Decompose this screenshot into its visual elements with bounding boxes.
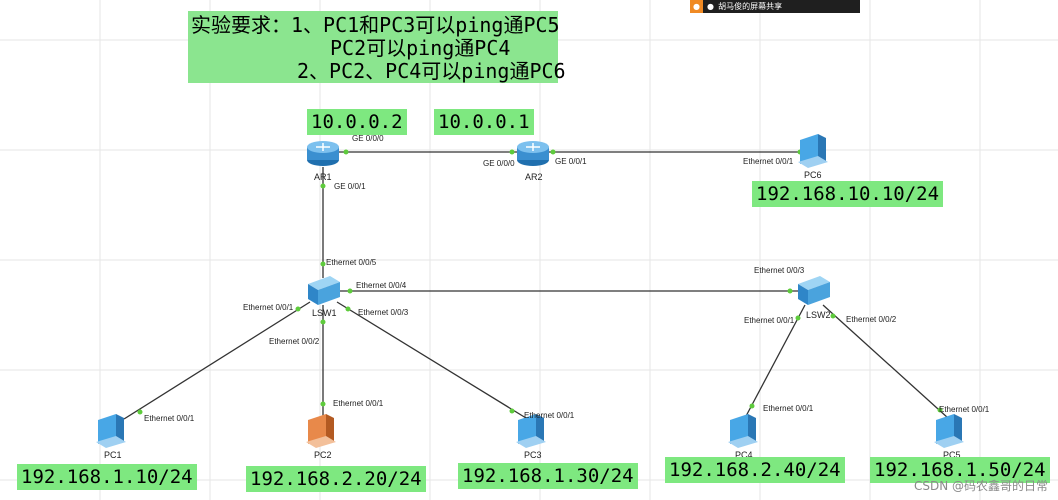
user-avatar-icon: ●	[690, 0, 703, 13]
ip-label-pc3: 192.168.1.30/24	[458, 463, 638, 489]
ip-label-pc5: 192.168.1.50/24	[870, 457, 1050, 483]
ip-label-pc2: 192.168.2.20/24	[246, 466, 426, 492]
ip-label-ar1: 10.0.0.2	[307, 109, 407, 135]
port-lsw1-e2: Ethernet 0/0/2	[269, 337, 320, 346]
pc1-icon[interactable]	[96, 414, 126, 448]
port-pc1-eth: Ethernet 0/0/1	[144, 414, 195, 423]
switch-lsw2[interactable]	[798, 276, 830, 305]
switch-lsw1[interactable]	[308, 276, 340, 305]
requirement-line-1: 实验要求：1、PC1和PC3可以ping通PC5	[191, 13, 560, 37]
port-pc5-eth: Ethernet 0/0/1	[939, 405, 990, 414]
screen-share-bar[interactable]: ● ● 胡马俊的屏幕共享	[690, 0, 860, 13]
port-lsw2-e2: Ethernet 0/0/2	[846, 315, 897, 324]
pc2-icon[interactable]	[306, 414, 336, 448]
pc5-label: PC5	[943, 450, 961, 460]
port-lsw1-e1: Ethernet 0/0/1	[243, 303, 294, 312]
port-pc2-eth: Ethernet 0/0/1	[333, 399, 384, 408]
pc5-icon[interactable]	[934, 414, 964, 448]
ar1-label: AR1	[314, 172, 332, 182]
pc4-label: PC4	[735, 450, 753, 460]
ar2-label: AR2	[525, 172, 543, 182]
lsw2-label: LSW2	[806, 310, 831, 320]
pc3-label: PC3	[524, 450, 542, 460]
link-lsw1-pc3[interactable]	[336, 301, 527, 419]
requirements-box	[188, 11, 558, 83]
port-ar2-ge000: GE 0/0/0	[483, 159, 515, 168]
link-lsw2-pc4[interactable]	[744, 304, 806, 419]
port-lsw2-e3: Ethernet 0/0/3	[754, 266, 805, 275]
port-ar1-ge000: GE 0/0/0	[352, 134, 384, 143]
port-pc3-eth: Ethernet 0/0/1	[524, 411, 575, 420]
port-ar1-ge001: GE 0/0/1	[334, 182, 366, 191]
port-ar2-ge001: GE 0/0/1	[555, 157, 587, 166]
port-lsw1-e5: Ethernet 0/0/5	[326, 258, 377, 267]
pc2-label: PC2	[314, 450, 332, 460]
pc6-icon[interactable]	[798, 134, 828, 168]
router-ar2[interactable]	[517, 141, 549, 166]
pc1-label: PC1	[104, 450, 122, 460]
link-lsw2-pc5[interactable]	[822, 304, 949, 419]
watermark: CSDN @码农鑫哥的日常	[913, 479, 1048, 493]
pc4-icon[interactable]	[728, 414, 758, 448]
ip-label-ar2: 10.0.0.1	[434, 109, 534, 135]
router-ar1[interactable]	[307, 141, 339, 166]
ip-label-pc6: 192.168.10.10/24	[752, 181, 944, 207]
microphone-icon[interactable]: ●	[707, 2, 715, 11]
ip-label-pc1: 192.168.1.10/24	[17, 464, 197, 490]
requirement-line-2: PC2可以ping通PC4	[330, 36, 511, 60]
port-lsw1-e4: Ethernet 0/0/4	[356, 281, 407, 290]
port-pc6-eth: Ethernet 0/0/1	[743, 157, 794, 166]
port-pc4-eth: Ethernet 0/0/1	[763, 404, 814, 413]
ip-label-pc4: 192.168.2.40/24	[665, 457, 845, 483]
port-lsw1-e3: Ethernet 0/0/3	[358, 308, 409, 317]
requirement-line-3: 2、PC2、PC4可以ping通PC6	[297, 59, 566, 83]
port-lsw2-e1: Ethernet 0/0/1	[744, 316, 795, 325]
share-bar-text: 胡马俊的屏幕共享	[718, 2, 783, 11]
pc6-label: PC6	[804, 170, 822, 180]
lsw1-label: LSW1	[312, 308, 337, 318]
link-lsw1-pc1[interactable]	[123, 301, 311, 420]
pc3-icon[interactable]	[516, 414, 546, 448]
